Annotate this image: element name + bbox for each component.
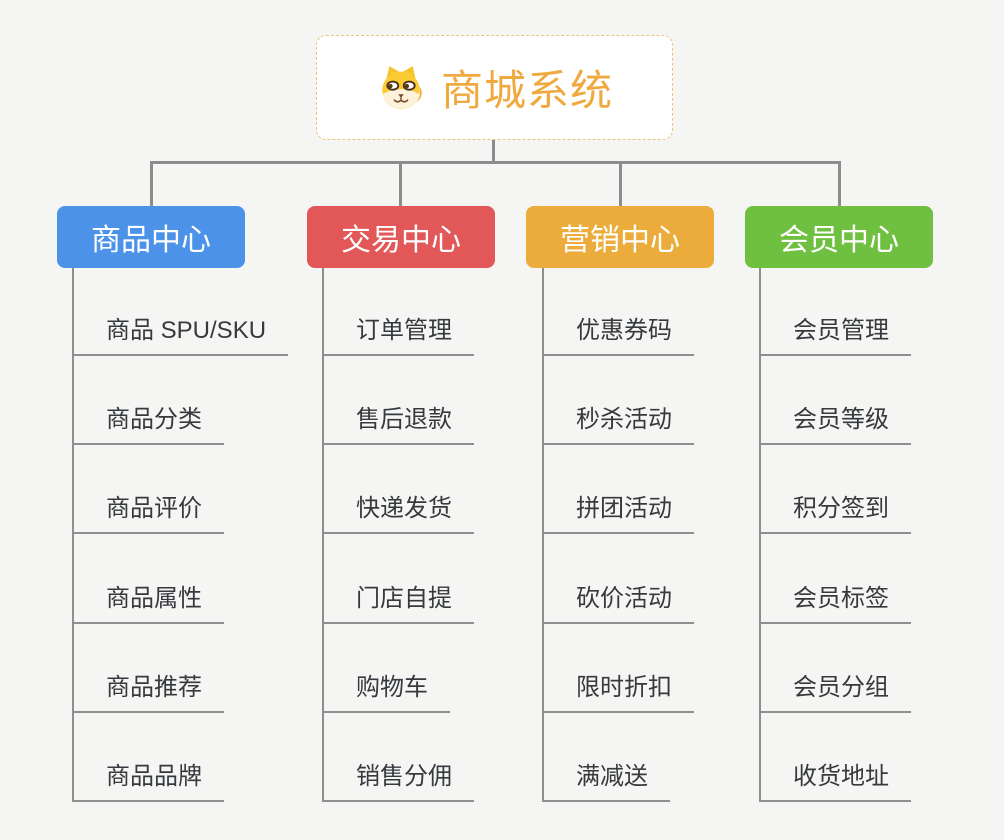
leaf-item[interactable]: 商品属性: [72, 578, 224, 624]
leaf-item[interactable]: 会员标签: [759, 578, 911, 624]
leaf-item[interactable]: 商品评价: [72, 488, 224, 534]
branch-column-marketing: 优惠券码 秒杀活动 拼团活动 砍价活动 限时折扣 满减送: [542, 268, 782, 802]
leaf-item[interactable]: 会员等级: [759, 399, 911, 445]
branch-spine: [759, 268, 761, 800]
branch-spine: [72, 268, 74, 800]
branch-node-trade-center[interactable]: 交易中心: [307, 206, 495, 268]
leaf-item[interactable]: 秒杀活动: [542, 399, 694, 445]
branch-column-products: 商品 SPU/SKU 商品分类 商品评价 商品属性 商品推荐 商品品牌: [72, 268, 312, 802]
connector-drop-members: [838, 164, 841, 206]
leaf-item[interactable]: 收货地址: [759, 756, 911, 802]
branch-node-member-center[interactable]: 会员中心: [745, 206, 933, 268]
leaf-item[interactable]: 订单管理: [322, 310, 474, 356]
branch-spine: [542, 268, 544, 800]
leaf-item[interactable]: 售后退款: [322, 399, 474, 445]
root-title: 商城系统: [440, 67, 613, 114]
leaf-item[interactable]: 拼团活动: [542, 488, 694, 534]
leaf-item[interactable]: 门店自提: [322, 578, 474, 624]
leaf-item[interactable]: 销售分佣: [322, 756, 474, 802]
root-node[interactable]: 商城系统: [316, 35, 673, 140]
branch-node-marketing-center[interactable]: 营销中心: [526, 206, 714, 268]
dog-face-icon: [376, 63, 426, 113]
leaf-item[interactable]: 限时折扣: [542, 667, 694, 713]
connector-root-stem: [492, 140, 495, 162]
leaf-item[interactable]: 满减送: [542, 756, 670, 802]
leaf-item[interactable]: 快递发货: [322, 488, 474, 534]
leaf-item[interactable]: 砍价活动: [542, 578, 694, 624]
leaf-item[interactable]: 商品 SPU/SKU: [72, 310, 289, 356]
connector-drop-trade: [399, 164, 402, 206]
leaf-item[interactable]: 商品推荐: [72, 667, 224, 713]
leaf-item[interactable]: 会员管理: [759, 310, 911, 356]
leaf-item[interactable]: 会员分组: [759, 667, 911, 713]
leaf-item[interactable]: 购物车: [322, 667, 450, 713]
branch-column-members: 会员管理 会员等级 积分签到 会员标签 会员分组 收货地址: [759, 268, 999, 802]
branch-column-trade: 订单管理 售后退款 快递发货 门店自提 购物车 销售分佣: [322, 268, 562, 802]
leaf-item[interactable]: 积分签到: [759, 488, 911, 534]
leaf-item[interactable]: 商品品牌: [72, 756, 224, 802]
connector-drop-marketing: [619, 164, 622, 206]
branch-node-product-center[interactable]: 商品中心: [57, 206, 245, 268]
connector-bus: [150, 161, 841, 164]
leaf-item[interactable]: 商品分类: [72, 399, 224, 445]
connector-drop-products: [150, 164, 153, 206]
leaf-item[interactable]: 优惠券码: [542, 310, 694, 356]
branch-spine: [322, 268, 324, 800]
